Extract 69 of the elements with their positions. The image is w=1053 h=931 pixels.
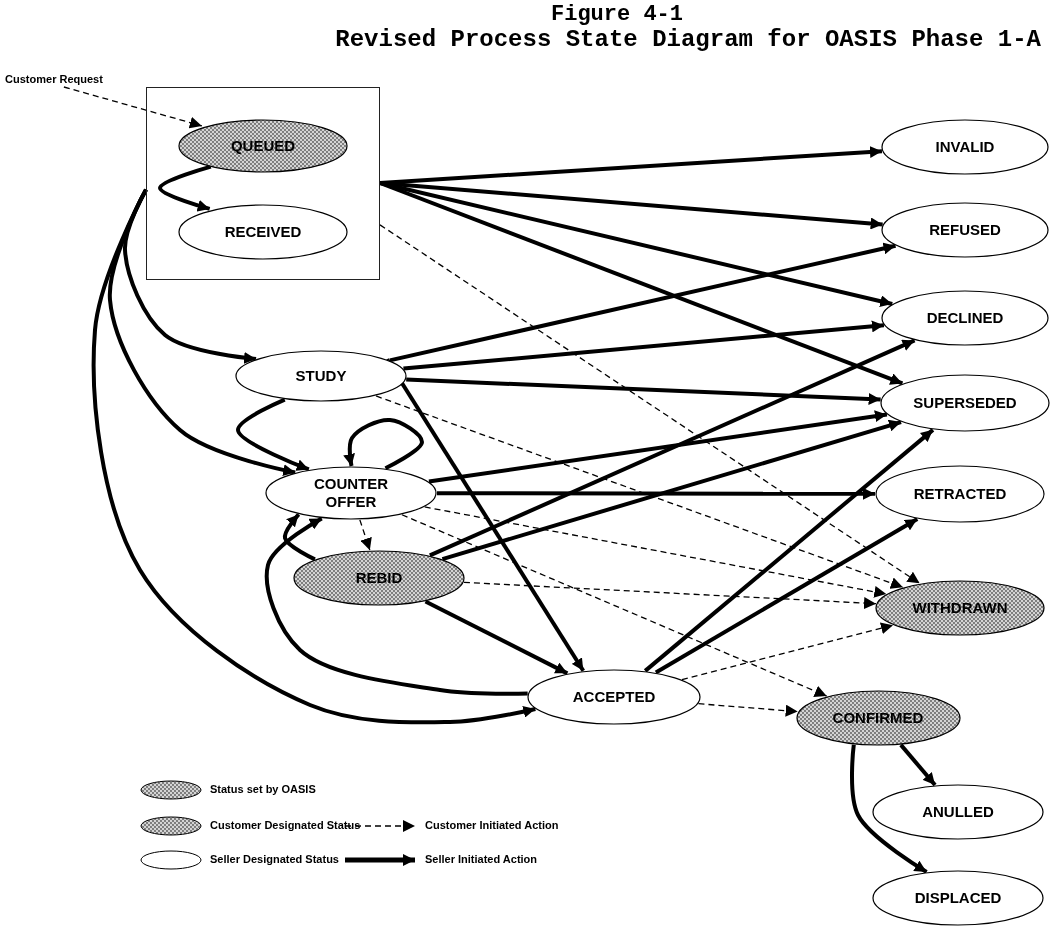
state-ellipse	[875, 465, 1045, 523]
state-label: ACCEPTED	[572, 688, 656, 706]
state-label: DECLINED	[926, 309, 1004, 327]
state-ellipse	[178, 119, 348, 173]
arrow	[643, 428, 935, 673]
state-label: QUEUED	[230, 137, 296, 155]
dashed-arrow	[424, 506, 887, 598]
arrow	[403, 320, 885, 371]
state-ellipse	[293, 550, 465, 606]
dashed-arrow	[359, 519, 372, 551]
dashed-arrow	[681, 622, 894, 681]
state-ellipse	[795, 690, 961, 746]
state-label: REBID	[355, 569, 403, 587]
state-label: CONFIRMED	[832, 709, 924, 727]
state-label: STUDY	[295, 367, 347, 385]
state-ellipse	[527, 669, 701, 725]
state-ellipse	[881, 202, 1049, 258]
arrow	[385, 358, 585, 672]
legend-label: Status set by OASIS	[210, 783, 316, 795]
state-ellipse	[235, 350, 407, 402]
state-ellipse	[265, 466, 437, 520]
dashed-arrow	[463, 581, 877, 610]
state-label: WITHDRAWN	[912, 599, 1008, 617]
group-frame	[146, 86, 380, 280]
arrow	[850, 744, 928, 874]
figure-caption: Figure 4-1	[551, 2, 683, 27]
arrow	[437, 487, 875, 500]
arrow	[406, 377, 881, 405]
state-ellipse	[881, 119, 1049, 175]
arrow	[389, 242, 896, 363]
legend-label: Customer Designated Status	[210, 819, 361, 831]
arrow	[379, 181, 883, 230]
state-ellipse	[881, 290, 1049, 346]
diagram-title: Revised Process State Diagram for OASIS Phase 1-A	[335, 26, 1041, 53]
arrow	[429, 338, 916, 558]
state-label: COUNTER OFFER	[312, 475, 390, 511]
state-label: INVALID	[935, 138, 995, 156]
arrow	[236, 397, 310, 472]
arrow	[379, 181, 893, 308]
dashed-arrow	[697, 703, 799, 717]
state-ellipse	[880, 374, 1050, 432]
arrow	[91, 188, 536, 725]
arrow	[424, 599, 569, 676]
arrow	[343, 418, 424, 471]
arrow	[441, 419, 902, 561]
arrow	[899, 743, 937, 787]
dashed-arrow	[375, 395, 904, 589]
arrow	[264, 516, 528, 696]
state-label: SUPERSEDED	[913, 394, 1017, 412]
state-label: RETRACTED	[913, 485, 1007, 503]
dashed-arrow	[379, 224, 921, 584]
state-ellipse	[872, 784, 1044, 840]
request-label: Customer Request	[5, 72, 103, 87]
dashed-arrow	[63, 86, 203, 129]
legend-label: Seller Designated Status	[210, 853, 339, 865]
legend-label: Customer Initiated Action	[425, 819, 559, 831]
dashed-arrow	[401, 514, 828, 697]
state-label: DISPLACED	[914, 889, 1002, 907]
state-ellipse	[872, 870, 1044, 926]
state-label: ANULLED	[922, 803, 994, 821]
state-label: RECEIVED	[224, 223, 302, 241]
arrow	[158, 164, 212, 212]
state-label: REFUSED	[929, 221, 1001, 239]
legend-label: Seller Initiated Action	[425, 853, 538, 865]
state-ellipse	[178, 204, 348, 260]
arrow	[654, 517, 919, 675]
arrow	[428, 410, 888, 484]
arrow	[283, 513, 316, 562]
state-ellipse	[875, 580, 1045, 636]
